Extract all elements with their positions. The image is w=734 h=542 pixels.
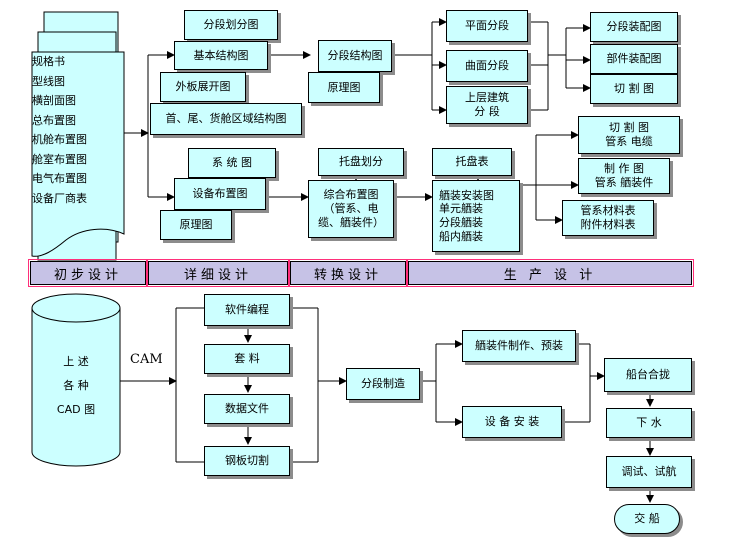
commissioning-sea-trial: 调试、试航 — [606, 456, 692, 488]
software-programming: 软件编程 — [204, 294, 290, 326]
principle-drawing-top: 原理图 — [308, 72, 380, 103]
document-list: 规格书 型线图 横剖面图 总布置图 机舱布置图 舱室布置图 电气布置图 设备厂商… — [32, 55, 87, 205]
segment-division-drawing: 分段划分图 — [184, 10, 278, 40]
document-stack — [31, 11, 125, 261]
basic-structure-drawing: 基本结构图 — [174, 41, 268, 70]
cutting-drawing-pipe-cable: 切 割 图 管系 电缆 — [578, 116, 680, 154]
stage-detailed-design: 详细设计 — [146, 259, 290, 287]
curved-segment: 曲面分段 — [446, 50, 528, 82]
composite-layout-drawing: 综合布置图 （管系、电 缆、舾装件） — [308, 180, 394, 238]
outfitting-installation-list: 舾装安装图 单元舾装 分段舾装 船内舾装 — [432, 180, 520, 252]
material-tables: 管系材料表 附件材料表 — [562, 200, 654, 236]
system-drawing: 系 统 图 — [188, 148, 276, 178]
superstructure-segment: 上层建筑 分 段 — [446, 86, 528, 124]
tray-table: 托盘表 — [432, 148, 512, 176]
component-assembly-drawing: 部件装配图 — [590, 44, 678, 74]
equipment-layout-drawing: 设备布置图 — [174, 178, 266, 210]
fabrication-drawing: 制 作 图 管系 舾装件 — [578, 158, 670, 194]
stage-production-design: 生 产 设 计 — [406, 259, 694, 287]
nesting: 套 料 — [204, 344, 290, 374]
segment-manufacturing: 分段制造 — [346, 368, 420, 400]
equipment-installation: 设 备 安 装 — [462, 406, 562, 438]
delivery: 交 船 — [614, 504, 680, 534]
stage-transition-design: 转换设计 — [288, 259, 408, 287]
cad-cylinder — [31, 293, 121, 467]
berth-assembly: 船台合拢 — [604, 358, 692, 392]
stage-preliminary-design: 初步设计 — [28, 259, 148, 287]
bow-stern-hold-structure-drawing: 首、尾、货舱区域结构图 — [150, 103, 302, 135]
shell-expansion-drawing: 外板展开图 — [160, 72, 246, 102]
principle-drawing-bottom: 原理图 — [160, 210, 232, 240]
data-file: 数据文件 — [204, 394, 290, 424]
tray-division: 托盘划分 — [318, 148, 404, 176]
launching: 下 水 — [606, 408, 692, 438]
cad-drawings-text: 上 述 各 种 CAD 图 — [56, 355, 96, 416]
steel-plate-cutting: 钢板切割 — [204, 446, 290, 476]
outfitting-fabrication: 舾装件制作、预装 — [462, 330, 576, 362]
segment-structure-drawing: 分段结构图 — [318, 40, 392, 72]
cutting-drawing-top: 切 割 图 — [590, 74, 678, 104]
cam-label: CAM — [130, 352, 163, 367]
flat-segment: 平面分段 — [446, 10, 528, 42]
segment-assembly-drawing: 分段装配图 — [590, 12, 678, 42]
